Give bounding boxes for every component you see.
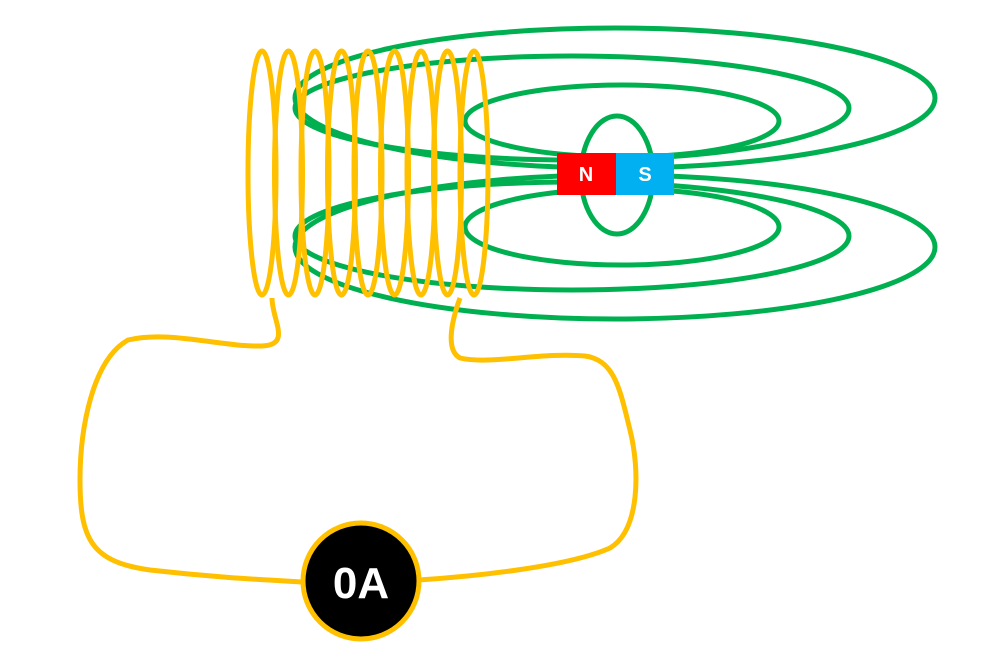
bar-magnet[interactable]: N S [557,153,674,195]
coil-loop [245,48,279,298]
magnet-north-pole [557,153,616,195]
coil-loop [404,48,438,298]
coil-loop [351,48,385,298]
field-line-upper-inner [462,82,782,160]
coil-loop [378,48,411,298]
ammeter-dial [300,520,422,642]
coil-loop [272,48,305,298]
ammeter-reading: 0A [333,559,389,608]
coil-loop [431,48,464,298]
magnet-south-label: S [638,164,651,186]
magnet-north-label: N [579,164,593,186]
magnet-south-pole [616,153,674,195]
ammeter: 0A [300,520,422,642]
coil-loop [325,48,358,298]
circuit-wire [77,297,639,585]
field-line-lower-inner [462,186,782,268]
coil-loop [457,48,491,298]
wire-coil [245,48,491,298]
